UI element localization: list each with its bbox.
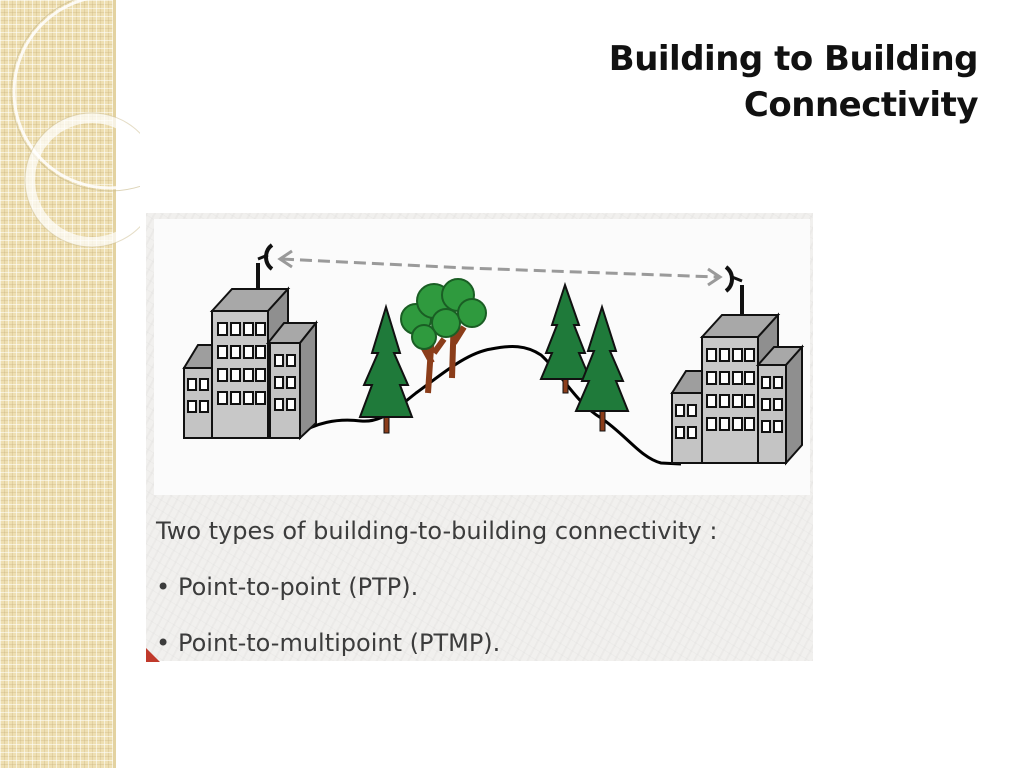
bullet-glyph: • (156, 629, 171, 657)
conifer-tree-icon (358, 303, 414, 434)
wireless-link-arrow (277, 249, 723, 287)
title-line-2: Connectivity (743, 85, 979, 125)
connectivity-figure: Two types of building-to-building connec… (146, 213, 813, 661)
title-line-1: Building to Building (608, 39, 979, 79)
conifer-tree-icon (539, 281, 592, 394)
slide-title: Building to Building Connectivity (418, 36, 979, 128)
bullet-glyph: • (156, 573, 171, 601)
bullet-text: Point-to-multipoint (PTMP). (178, 629, 501, 657)
building-link-illustration (154, 219, 810, 495)
bullet-item: •Point-to-point (PTP). (156, 573, 418, 601)
conifer-tree-icon (574, 303, 630, 432)
strip-edge (113, 0, 116, 768)
left-building-icon (182, 243, 319, 441)
deciduous-trees-icon (400, 278, 487, 394)
connectivity-intro-text: Two types of building-to-building connec… (156, 517, 718, 545)
red-corner-mark (146, 648, 160, 662)
decorative-circles (10, 0, 140, 248)
bullet-item: •Point-to-multipoint (PTMP). (156, 629, 500, 657)
bullet-text: Point-to-point (PTP). (178, 573, 419, 601)
right-building-icon (670, 265, 805, 466)
